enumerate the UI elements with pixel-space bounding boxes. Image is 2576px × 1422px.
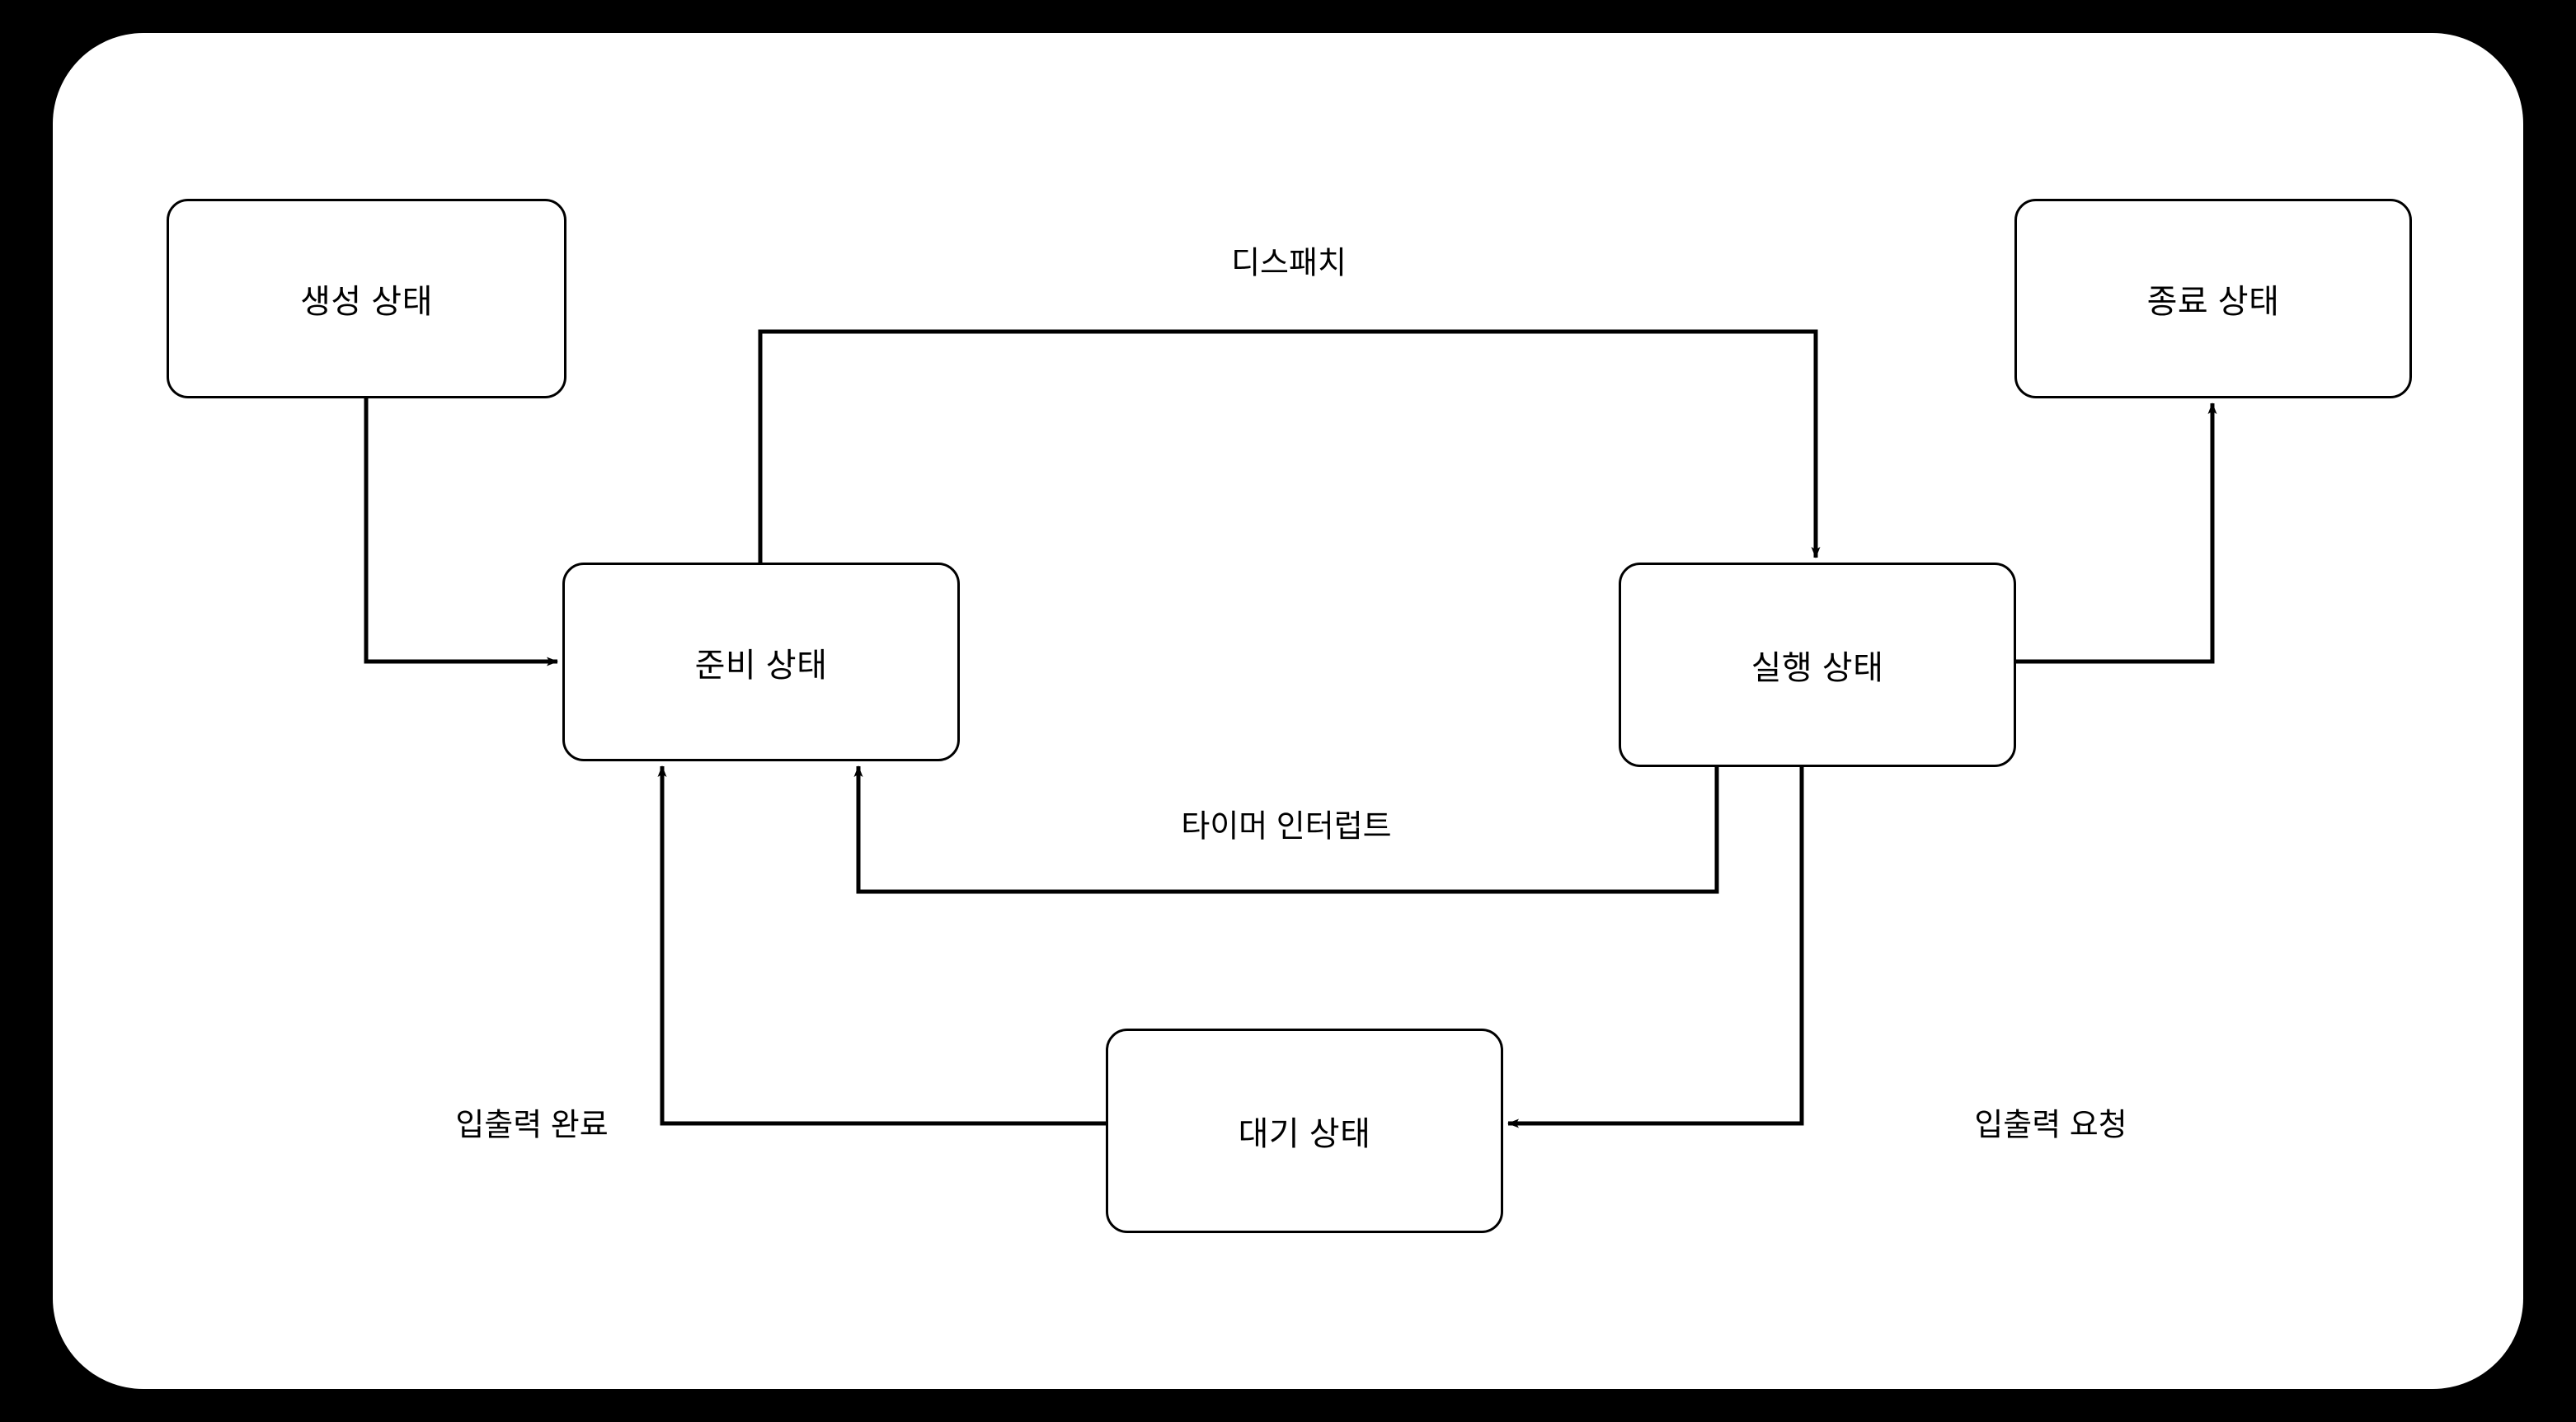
node-ready-label: 준비 상태 [694,647,828,684]
node-running-label: 실행 상태 [1751,650,1884,686]
edge-label-timer-interrupt: 타이머 인터럽트 [1181,809,1392,845]
node-running[interactable]: 실행 상태 [1619,563,2016,767]
node-waiting-label: 대기 상태 [1238,1116,1371,1152]
node-new-label: 생성 상태 [300,284,433,320]
edge-label-io-request: 입출력 요청 [1974,1108,2127,1143]
node-terminated[interactable]: 종료 상태 [2014,199,2412,398]
node-waiting[interactable]: 대기 상태 [1106,1029,1503,1233]
node-ready[interactable]: 준비 상태 [562,563,960,761]
node-new[interactable]: 생성 상태 [167,199,566,398]
edge-label-dispatch: 디스패치 [1231,246,1347,281]
node-terminated-label: 종료 상태 [2146,284,2280,320]
edge-label-io-complete: 입출력 완료 [455,1108,609,1143]
